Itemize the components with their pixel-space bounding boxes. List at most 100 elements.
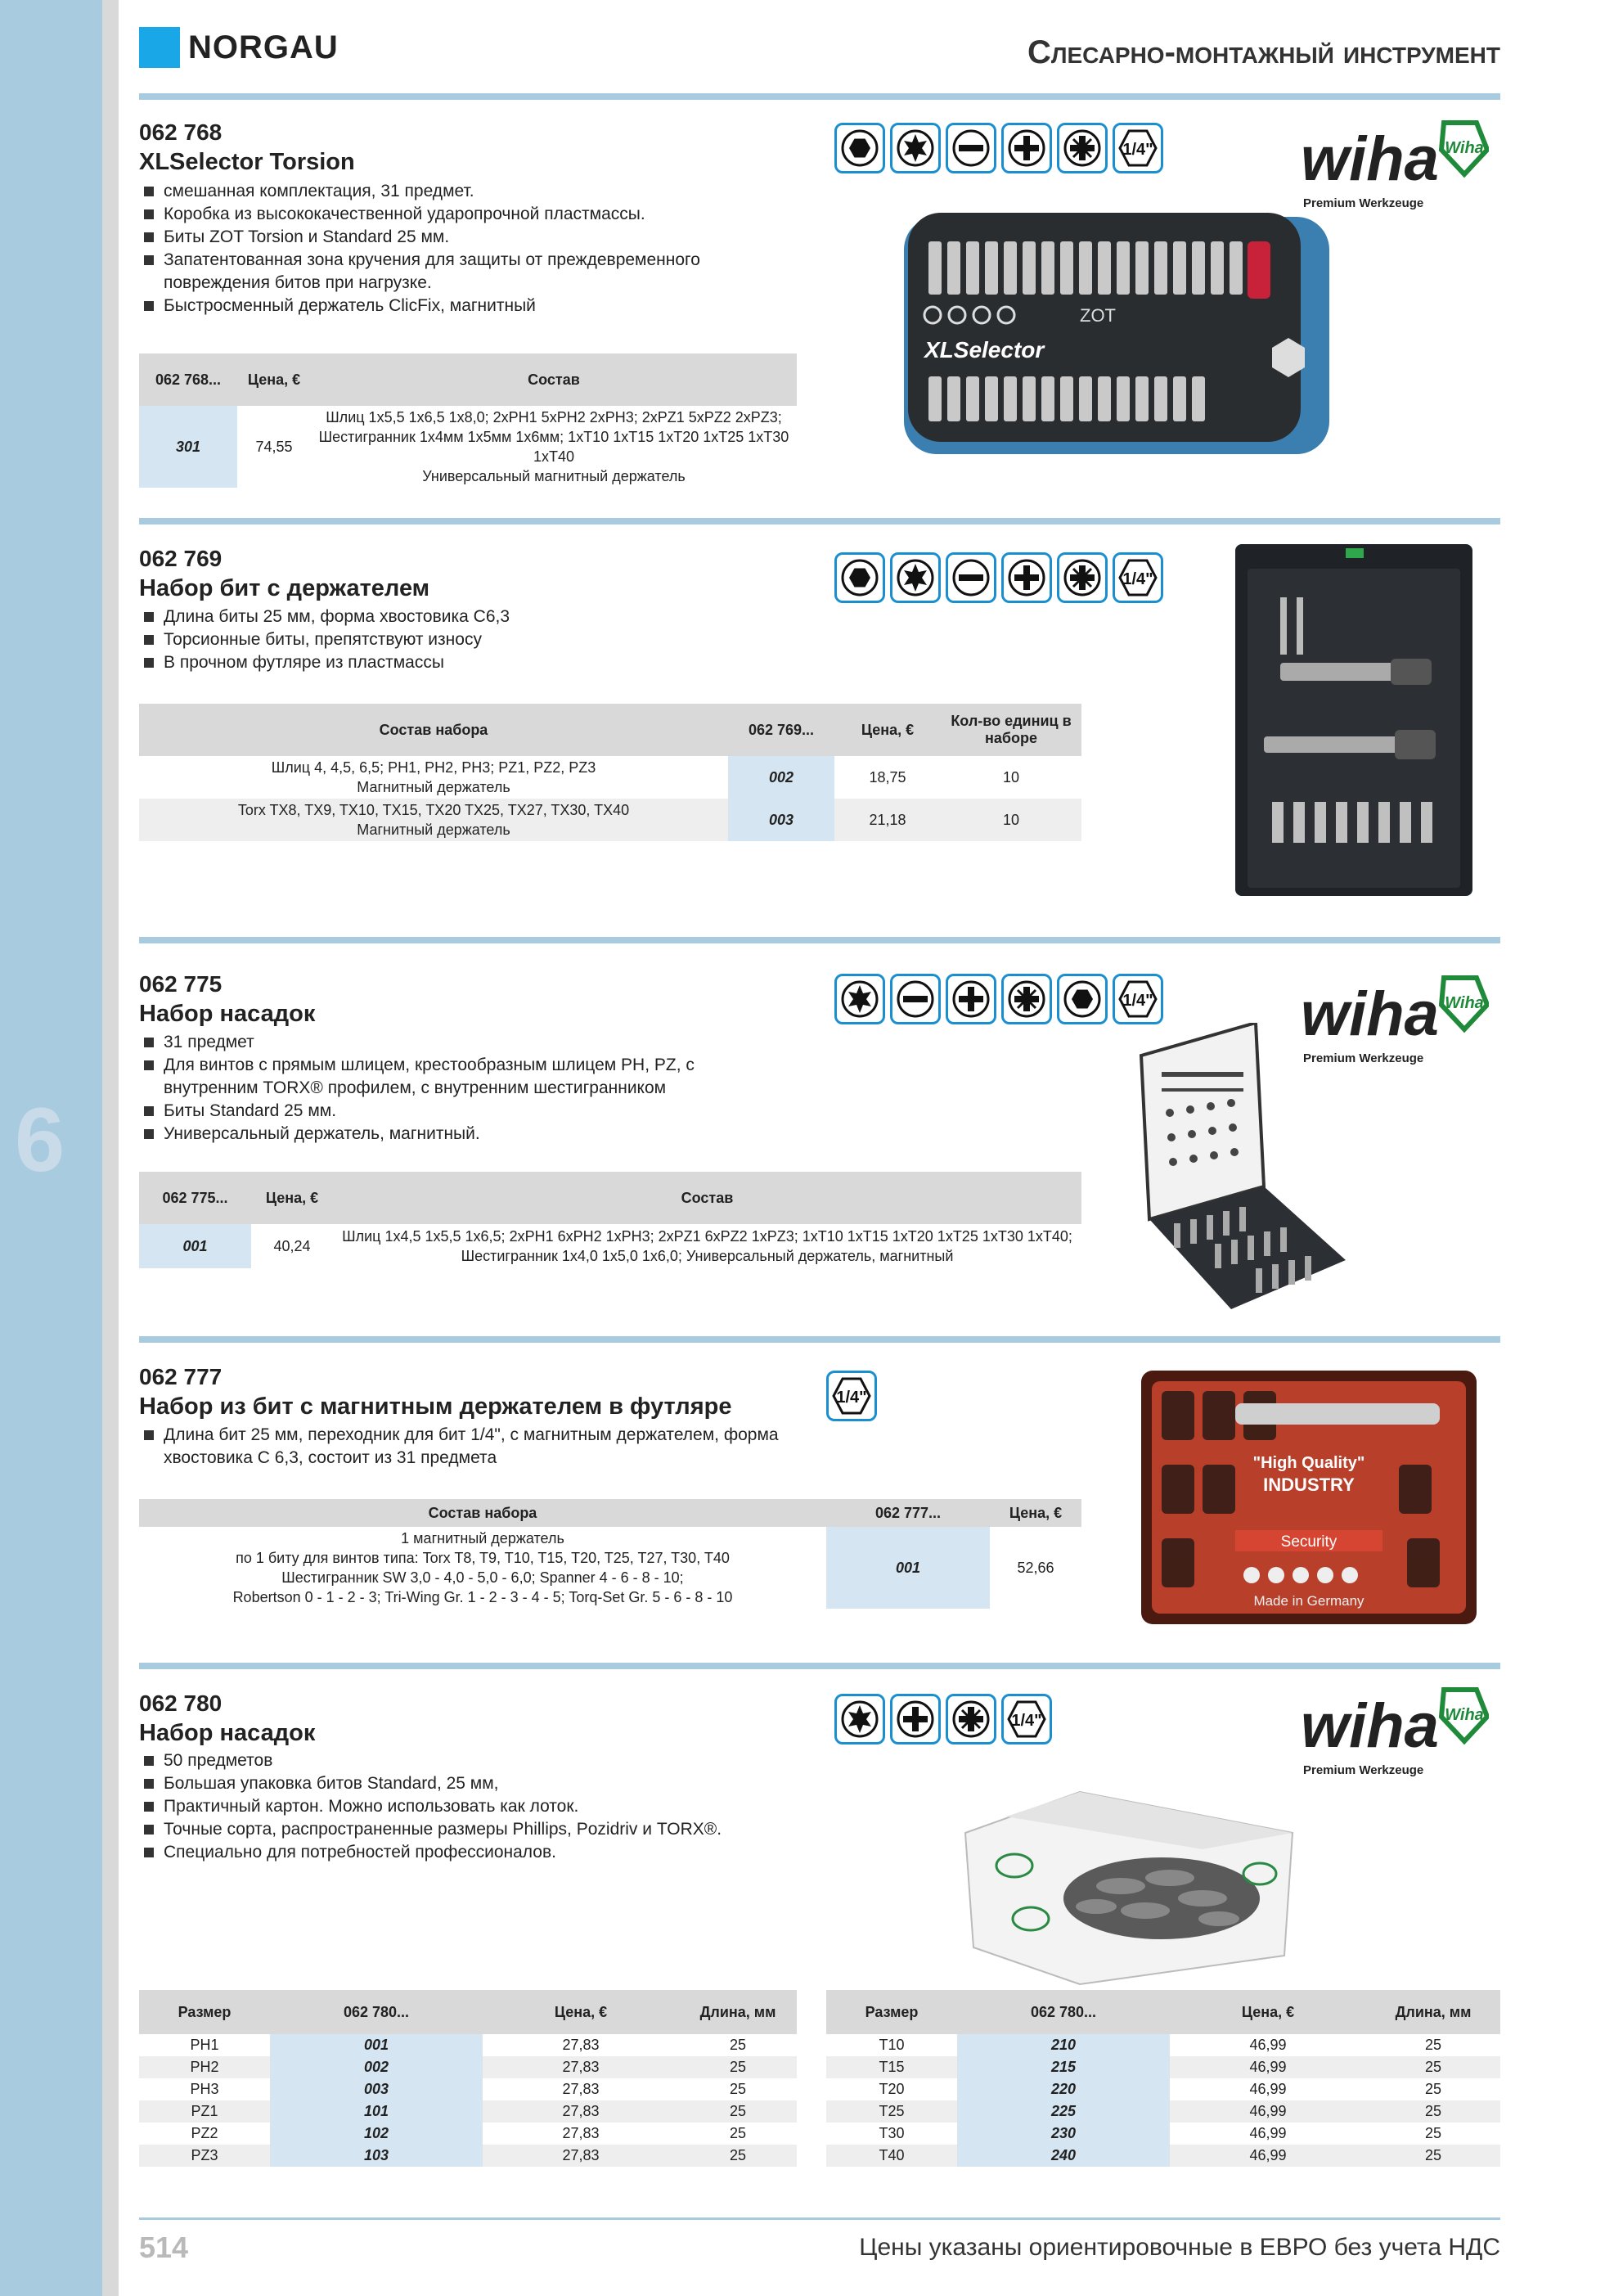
composition-line: Torx TX8, TX9, TX10, TX15, TX20 TX25, TX… [237,802,630,818]
composition-line: Robertson 0 - 1 - 2 - 3; Tri-Wing Gr. 1 … [232,1589,733,1605]
xlselector-photo: ZOT XLSelector [904,213,1329,454]
footer-divider [139,2217,1500,2220]
feature-item: Большая упаковка битов Standard, 25 мм, [141,1772,812,1795]
feature-item: Коробка из высококачественной ударопрочн… [141,203,762,226]
phillips-icon [1001,552,1052,603]
slot-icon [890,974,941,1024]
wiha-wordmark: wiha [1301,124,1439,194]
wiha-badge-icon: Wiha [1438,120,1490,178]
col-header: Цена, € [1170,1990,1366,2034]
slot-icon [946,552,996,603]
product-title: XLSelector Torsion [139,149,355,175]
hex-icon [834,123,885,173]
col-header: Размер [139,1990,270,2034]
feature-list: смешанная комплектация, 31 предмет.Короб… [141,180,762,317]
feature-item: 50 предметов [141,1749,812,1772]
feature-item: Универсальный держатель, магнитный. [141,1123,762,1146]
length-cell: 25 [1424,2081,1442,2097]
quarter-inch-icon: 1/4" [1113,123,1163,173]
article-cell: 102 [270,2123,483,2145]
bit-case-photo [1235,544,1472,896]
feature-item: Торсионные биты, препятствуют износу [141,628,762,651]
divider [139,937,1500,943]
size-cell: T40 [826,2145,957,2167]
feature-item: Для винтов с прямым шлицем, крестообразн… [141,1054,762,1100]
col-header: 062 775... [139,1172,251,1224]
sidebar-stripe [102,0,119,2296]
divider [139,93,1500,100]
feature-item: Длина бит 25 мм, переходник для бит 1/4"… [141,1424,812,1470]
svg-text:1/4": 1/4" [1122,141,1153,159]
col-header: 062 780... [270,1990,483,2034]
size-cell: PZ3 [139,2145,270,2167]
price-cell: 46,99 [1249,2125,1287,2141]
size-cell: PH1 [190,2037,219,2053]
wiha-tagline: Premium Werkzeuge [1303,196,1423,210]
price-cell: 27,83 [483,2100,679,2123]
product-title: Набор насадок [139,1720,316,1746]
divider [139,1663,1500,1669]
case-label: Security [1281,1533,1338,1551]
case-label: Made in Germany [1253,1593,1364,1609]
product-table: Состав набора 062 777... Цена, € 1 магни… [139,1499,1081,1609]
feature-item: смешанная комплектация, 31 предмет. [141,180,762,203]
composition-line: Шестигранник 1х4мм 1х5мм 1х6мм; 1хT10 1х… [318,429,789,465]
col-header: Цена, € [483,1990,679,2034]
feature-list: Длина бит 25 мм, переходник для бит 1/4"… [141,1424,812,1470]
composition-line: Магнитный держатель [357,822,510,838]
col-header: 062 777... [826,1499,990,1527]
col-header: 062 768... [139,353,237,406]
feature-item: Биты Standard 25 мм. [141,1100,762,1123]
section-title: Слесарно-монтажный инструмент [1027,34,1500,70]
wiha-badge-icon: Wiha [1438,975,1490,1033]
composition-line: 1 магнитный держатель [401,1530,564,1546]
size-cell: PH3 [190,2081,219,2097]
article-cell: 001 [139,1224,251,1268]
bit-carton-photo [964,1790,1294,1986]
pozidriv-icon [1057,123,1108,173]
feature-item: В прочном футляре из пластмассы [141,651,762,674]
size-cell: T10 [879,2037,905,2053]
price-cell: 27,83 [483,2145,679,2167]
length-cell: 25 [729,2125,747,2141]
composition-cell: 1 магнитный держатель по 1 биту для винто… [139,1527,826,1609]
phillips-icon [946,974,996,1024]
quarter-inch-icon: 1/4" [826,1371,877,1421]
composition-line: по 1 биту для винтов типа: Torx T8, T9, … [236,1550,730,1566]
composition-line: Универсальный магнитный держатель [422,468,686,484]
composition-line: Шестигранник 1х4,0 1х5,0 1х6,0; Универса… [461,1248,954,1264]
brand-logo-text: NORGAU [188,29,339,65]
bit-type-icons: 1/4" [834,552,1163,603]
svg-text:1/4": 1/4" [1011,1712,1041,1730]
product-table: Состав набора 062 769... Цена, € Кол-во … [139,704,1081,841]
pozidriv-icon [946,1694,996,1745]
xlselector-label: XLSelector [923,337,1045,362]
slot-icon [946,123,996,173]
product-table: 062 775... Цена, € Состав 001 40,24 Шлиц… [139,1172,1081,1268]
torx-icon [834,974,885,1024]
article-cell: 215 [957,2056,1170,2078]
bit-box-photo [1139,1023,1346,1309]
case-label: INDUSTRY [1263,1474,1355,1495]
wiha-tagline: Premium Werkzeuge [1303,1763,1423,1777]
qty-cell: 10 [1002,769,1020,786]
composition-line: Шлиц 4, 4,5, 6,5; PH1, PH2, PH3; PZ1, PZ… [271,759,596,776]
article-cell: 103 [270,2145,483,2167]
length-cell: 25 [729,2037,747,2053]
article-cell: 002 [270,2056,483,2078]
article-cell: 001 [826,1527,990,1609]
price-cell: 21,18 [834,799,941,841]
feature-item: Специально для потребностей профессионал… [141,1841,812,1864]
composition-cell: Шлиц 1х5,5 1х6,5 1х8,0; 2хPH1 5хPH2 2хPH… [311,406,797,488]
length-cell: 25 [679,2145,797,2167]
article-cell: 225 [957,2100,1170,2123]
pozidriv-icon [1001,974,1052,1024]
feature-item: Точные сорта, распространенные размеры P… [141,1818,812,1841]
